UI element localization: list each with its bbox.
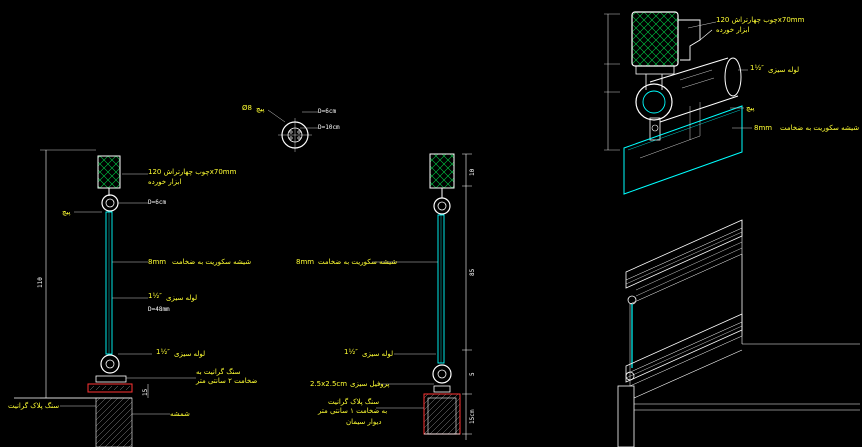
top-pipe <box>101 194 119 212</box>
top-pipe-label: لوله سیزی <box>768 66 800 74</box>
right-glass-label: شیشه سکوریت به ضخامت <box>318 258 398 266</box>
left-wood-sub-label: ابزار خورده <box>148 178 182 186</box>
right-profile-label: پروفیل سیزی <box>350 380 390 388</box>
left-height-dim: 110 <box>37 277 44 288</box>
top-glass-thickness: 8mm <box>754 124 773 132</box>
left-stone-thickness: ضخامت ۲ سانتی متر <box>196 377 258 385</box>
top-glass-label: شیشه سکوریت به ضخامت <box>780 124 860 132</box>
isometric-handrail-detail <box>604 11 752 195</box>
right-stone-label: سنگ پلاک گرانیت <box>328 398 380 406</box>
right-pipe-fraction: 1½″ <box>344 348 358 356</box>
left-stone-label: سنگ گرانیت به <box>196 368 241 376</box>
left-base-dim: 15 <box>142 388 149 396</box>
bolt-detail <box>267 109 318 152</box>
stone-slab <box>87 383 133 393</box>
left-d48-label: D=48mm <box>148 306 170 313</box>
left-wood-label: چوب چهارتراش 120x70mm <box>148 168 237 176</box>
left-pin-label: پیچ <box>62 208 71 216</box>
wood-handrail-right <box>429 153 455 189</box>
left-floor-label: شمشه <box>170 410 190 418</box>
right-profile-size: 2.5x2.5cm <box>310 380 348 388</box>
right-dim-15: 15cm <box>469 409 476 424</box>
left-railing-section <box>14 149 196 447</box>
wood-handrail <box>97 155 121 189</box>
isometric-railing-view <box>617 219 860 447</box>
right-dim-5: 5 <box>469 372 476 376</box>
right-pipe-label: لوله سیزی <box>362 350 394 358</box>
right-dim-10: 10 <box>469 168 476 176</box>
left-pipe2-label: لوله سیزی <box>174 350 206 358</box>
bolt-label: پیچ <box>256 105 265 113</box>
right-glass-thickness: 8mm <box>296 258 315 266</box>
left-glass-label: شیشه سکوریت به ضخامت <box>172 258 252 266</box>
bolt-d10-label: D=10cm <box>318 124 340 131</box>
bolt-d6-label: D=6cm <box>318 108 337 115</box>
right-stone-thickness: به ضخامت ۱ سانتی متر <box>318 407 388 415</box>
top-wood-label: چوب چهارتراش 120x70mm <box>716 16 805 24</box>
left-pipe2-fraction: 1½″ <box>156 348 170 356</box>
bolt-phi-label: Ø8 <box>242 104 252 112</box>
top-wood-sub-label: ابزار خورده <box>716 26 750 34</box>
top-pin-label: پیچ <box>746 104 755 112</box>
left-pipe-fraction: 1½″ <box>148 292 162 300</box>
bottom-pipe <box>100 354 120 374</box>
left-d6-label: D=6cm <box>148 199 167 206</box>
top-pipe-fraction: 1½″ <box>750 64 764 72</box>
left-glass-thickness: 8mm <box>148 258 167 266</box>
right-railing-section <box>372 153 472 440</box>
right-wall-label: دیوار سیمان <box>346 418 382 426</box>
right-dim-85: 85 <box>469 268 476 276</box>
left-stone-slab-label: سنگ پلاک گرانیت <box>8 402 60 410</box>
left-pipe-label: لوله سیزی <box>166 294 198 302</box>
